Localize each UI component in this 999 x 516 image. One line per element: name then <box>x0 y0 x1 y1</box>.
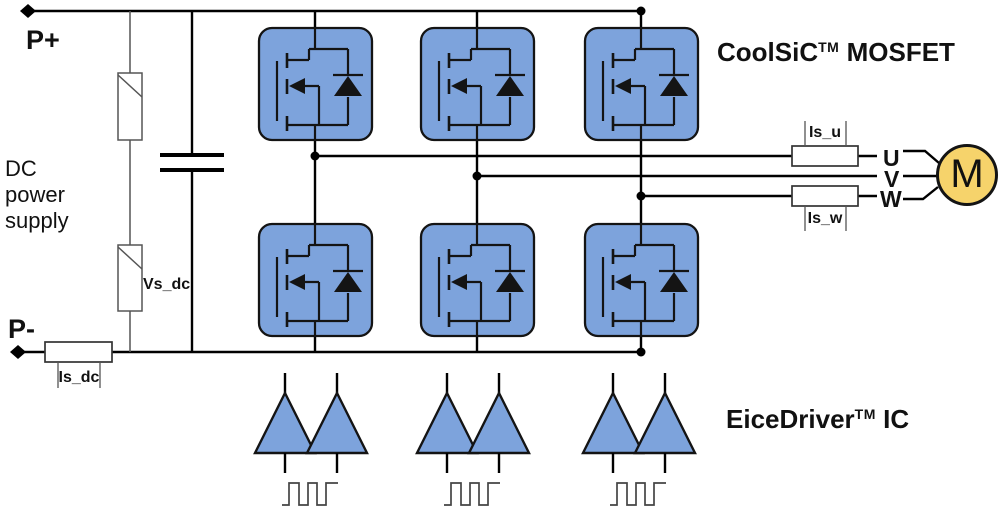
p-minus-terminal <box>10 345 26 359</box>
mosfet-module-low-w <box>583 222 700 338</box>
p-plus-label: P+ <box>26 25 60 55</box>
current-sensors <box>44 121 859 388</box>
gate-driver-pair-w <box>581 371 697 475</box>
trademark-superscript: TM <box>818 39 840 55</box>
is-dc-shunt <box>44 341 113 363</box>
motor <box>936 144 998 206</box>
pwm-signal-u <box>281 482 339 506</box>
mosfet-module-high-w <box>583 26 700 142</box>
mosfet-module-low-v <box>419 222 536 338</box>
is-u-shunt <box>791 145 859 167</box>
phase-line-w <box>641 186 939 201</box>
dc-sense-branch <box>117 11 143 352</box>
is-dc-label: Is_dc <box>58 369 100 386</box>
phase-line-u <box>315 149 940 164</box>
is-w-label: Is_w <box>807 210 843 227</box>
junction-dots <box>310 6 646 357</box>
mosfet-module-low-u <box>257 222 374 338</box>
gate-driver-pair-v <box>415 371 531 475</box>
vs-dc-label: Vs_dc <box>143 276 191 293</box>
motor-label: M <box>950 152 984 196</box>
gate-driver-pair-u <box>253 371 369 475</box>
pwm-signal-w <box>609 482 667 506</box>
vs-dc-sense-resistor <box>117 244 143 312</box>
dc-link-capacitor <box>160 11 224 352</box>
is-u-label: Is_u <box>808 124 841 141</box>
is-w-shunt <box>791 185 859 207</box>
p-plus-terminal <box>20 4 36 18</box>
pwm-signal-v <box>443 482 501 506</box>
phase-v-label: V <box>884 166 900 192</box>
trademark-superscript: TM <box>854 406 876 422</box>
dc-power-supply-label: DC power supply <box>5 156 69 233</box>
p-minus-label: P- <box>8 314 35 344</box>
mosfet-module-high-u <box>257 26 374 142</box>
phase-lines <box>315 149 940 201</box>
sense-resistor-top <box>117 72 143 141</box>
mosfet-module-high-v <box>419 26 536 142</box>
phase-w-label: W <box>880 186 902 212</box>
phase-u-label: U <box>883 145 900 171</box>
